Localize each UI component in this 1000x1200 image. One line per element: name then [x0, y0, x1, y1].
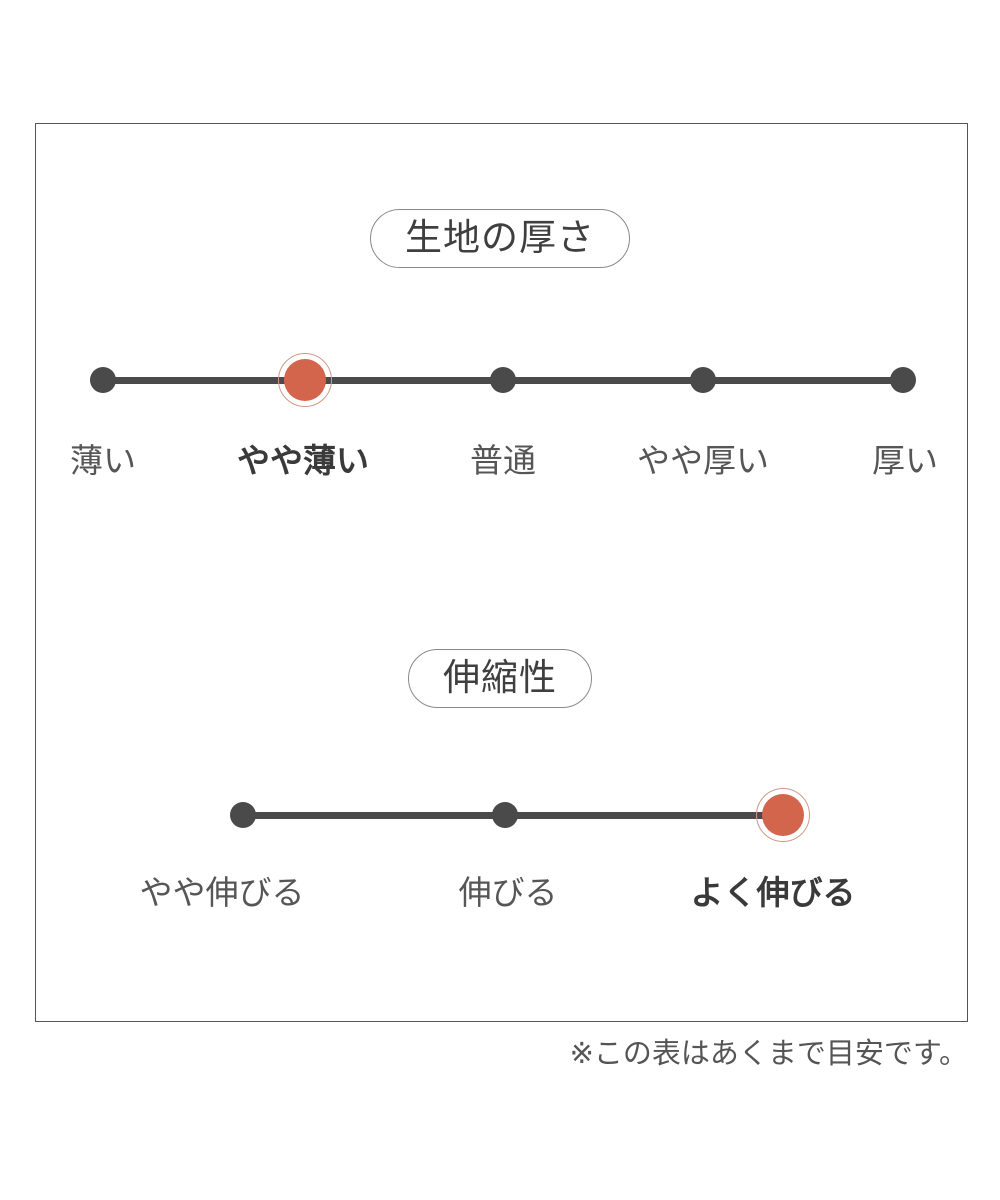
stretch-label-1: 伸びる — [458, 874, 558, 911]
section-title-thickness: 生地の厚さ — [370, 209, 630, 268]
stretch-dot-0[interactable] — [230, 802, 256, 828]
thickness-label-0: 薄い — [70, 442, 136, 479]
thickness-dot-1-active[interactable] — [278, 353, 332, 407]
thickness-label-2: 普通 — [470, 442, 536, 479]
stretch-dot-1[interactable] — [492, 802, 518, 828]
thickness-label-4: 厚い — [872, 442, 938, 479]
thickness-label-1: やや薄い — [237, 442, 369, 479]
thickness-label-3: やや厚い — [637, 442, 769, 479]
fabric-attributes-panel — [35, 123, 968, 1022]
stretch-dot-2-active[interactable] — [756, 788, 810, 842]
thickness-dot-3[interactable] — [690, 367, 716, 393]
stretch-label-2: よく伸びる — [690, 874, 856, 911]
section-title-stretch-wrap: 伸縮性 — [0, 649, 1000, 708]
thickness-dot-2[interactable] — [490, 367, 516, 393]
thickness-dot-0[interactable] — [90, 367, 116, 393]
section-title-thickness-wrap: 生地の厚さ — [0, 209, 1000, 268]
section-title-stretch: 伸縮性 — [408, 649, 592, 708]
thickness-dot-4[interactable] — [890, 367, 916, 393]
stretch-label-0: やや伸びる — [139, 874, 305, 911]
footnote-text: ※この表はあくまで目安です。 — [569, 1038, 968, 1070]
